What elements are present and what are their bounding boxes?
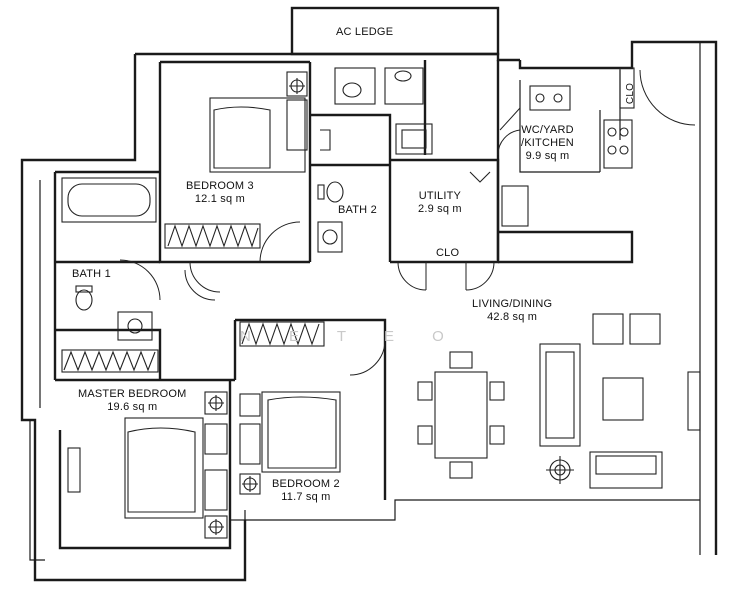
bedroom3-area: 12.1 sq m — [194, 193, 245, 205]
living-dining-name: LIVING/DINING — [472, 298, 553, 310]
living-dining-area: 42.8 sq m — [487, 311, 538, 323]
wc-yard-kitchen-label: WC/YARD /KITCHEN 9.9 sq m — [521, 124, 574, 163]
bedroom2-label: BEDROOM 2 11.7 sq m — [272, 478, 340, 504]
bedroom3-name: BEDROOM 3 — [186, 180, 254, 192]
bedroom3-label: BEDROOM 3 12.1 sq m — [186, 180, 254, 206]
bedroom3-furniture — [209, 71, 308, 263]
clo-kitchen-label: CLO — [620, 78, 636, 104]
living-dining-label: LIVING/DINING 42.8 sq m — [472, 298, 552, 324]
outer-walls — [20, 40, 718, 582]
utility-fixtures — [397, 171, 529, 291]
bath1-label: BATH 1 — [72, 268, 111, 281]
watermark: N E T E O — [240, 328, 461, 345]
clo-utility-label: CLO — [436, 247, 459, 260]
master-bedroom-name: MASTER BEDROOM — [78, 388, 187, 400]
bedroom2-name: BEDROOM 2 — [272, 478, 340, 490]
wc-yard-kitchen-line2: /KITCHEN — [521, 137, 574, 149]
living-dining-furniture — [189, 261, 701, 489]
master-bedroom-label: MASTER BEDROOM 19.6 sq m — [78, 388, 187, 414]
kitchen-fixtures — [497, 67, 696, 169]
wardrobes — [61, 223, 325, 373]
bath1-name: BATH 1 — [72, 268, 111, 280]
plant-symbols — [208, 78, 305, 535]
bath2-label: BATH 2 — [338, 204, 377, 217]
wc-yard-kitchen-line1: WC/YARD — [521, 124, 574, 136]
clo-utility-text: CLO — [436, 247, 460, 259]
bedroom2-area: 11.7 sq m — [281, 491, 331, 503]
bath1-fixtures — [61, 177, 157, 341]
master-bedroom-furniture — [67, 259, 228, 539]
ac-ledge-label: AC LEDGE — [336, 26, 393, 39]
wc-yard-kitchen-area: 9.9 sq m — [525, 150, 570, 162]
bedroom2-furniture — [239, 339, 386, 495]
ac-ledge-outline — [290, 6, 500, 56]
utility-label: UTILITY 2.9 sq m — [418, 190, 462, 216]
ac-ledge-name: AC LEDGE — [336, 26, 394, 38]
utility-area: 2.9 sq m — [418, 203, 462, 215]
master-bedroom-area: 19.6 sq m — [107, 401, 158, 413]
bath2-fixtures — [317, 67, 433, 253]
bath2-name: BATH 2 — [338, 204, 377, 216]
clo-kitchen-text: CLO — [625, 82, 637, 105]
utility-name: UTILITY — [418, 190, 462, 202]
interior-walls — [39, 60, 634, 550]
